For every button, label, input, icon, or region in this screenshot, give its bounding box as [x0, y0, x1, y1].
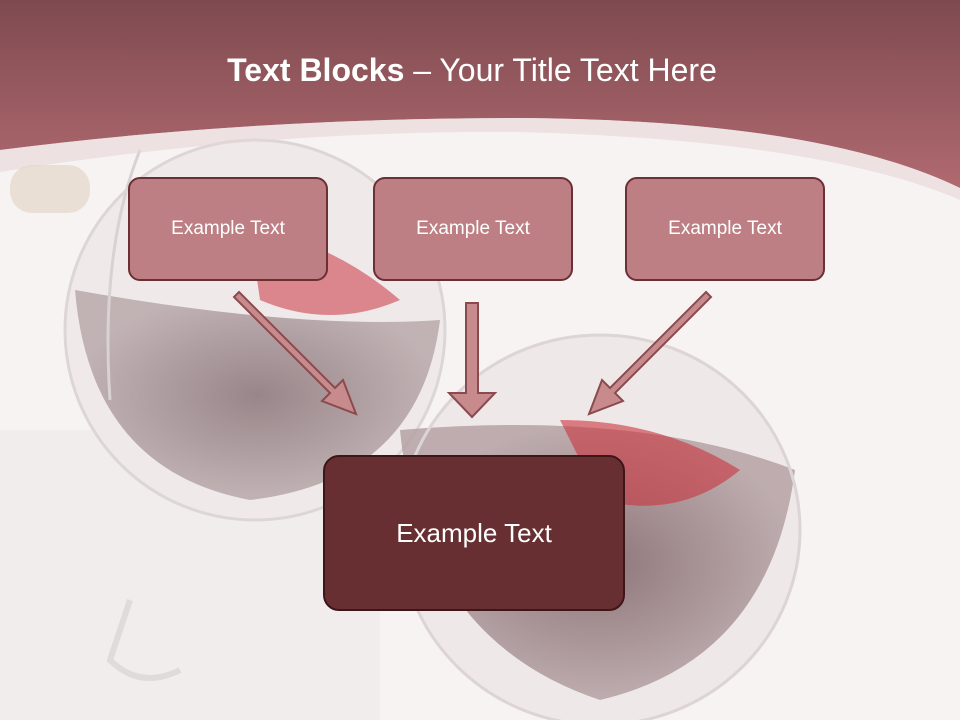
- page-title: Text Blocks – Your Title Text Here: [0, 52, 944, 89]
- arrow-middle: [446, 302, 498, 419]
- text-block-right[interactable]: Example Text: [625, 177, 825, 281]
- title-bold: Text Blocks: [227, 52, 405, 88]
- text-block-left-label: Example Text: [171, 218, 285, 239]
- arrow-right: [587, 290, 713, 416]
- arrow-left: [232, 290, 358, 416]
- text-block-main[interactable]: Example Text: [323, 455, 625, 611]
- title-separator: –: [404, 52, 440, 88]
- text-block-right-label: Example Text: [668, 218, 782, 239]
- text-block-left[interactable]: Example Text: [128, 177, 328, 281]
- text-block-middle-label: Example Text: [416, 218, 530, 239]
- text-block-middle[interactable]: Example Text: [373, 177, 573, 281]
- text-block-main-label: Example Text: [396, 517, 552, 548]
- title-rest: Your Title Text Here: [439, 52, 717, 88]
